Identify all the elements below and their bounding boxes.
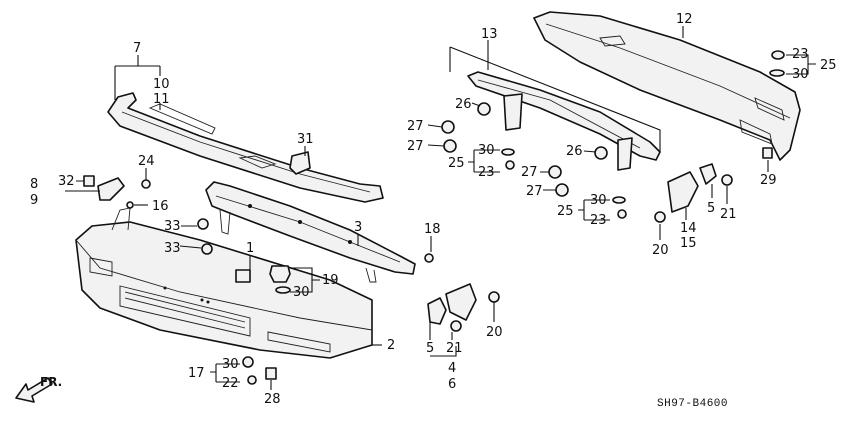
- front-direction-indicator: FR.: [15, 375, 62, 403]
- callout-30-mid: 30: [590, 193, 607, 208]
- callout-9: 9: [30, 193, 38, 208]
- rear-side-bracket: [654, 163, 733, 223]
- callout-21-front: 21: [446, 341, 463, 356]
- callout-27-a: 27: [407, 119, 424, 134]
- front-direction-label: FR.: [40, 375, 62, 389]
- callout-25-rear: 25: [820, 58, 837, 73]
- callout-7: 7: [133, 41, 141, 56]
- callout-33-upper: 33: [164, 219, 181, 234]
- callout-30-front-low: 30: [222, 357, 239, 372]
- callout-21-rear: 21: [720, 207, 737, 222]
- callout-30-front-mid: 30: [293, 285, 310, 300]
- front-bumper-reinforcement: [205, 181, 416, 283]
- callout-5-front: 5: [426, 341, 434, 356]
- callout-15: 15: [680, 236, 697, 251]
- rear-bumper-face: [533, 11, 801, 161]
- callout-5-rear: 5: [707, 201, 715, 216]
- callout-26-right: 26: [566, 144, 583, 159]
- callout-30-rear: 30: [792, 67, 809, 82]
- callout-30-left: 30: [478, 143, 495, 158]
- callout-24: 24: [138, 154, 155, 169]
- callout-25-mid: 25: [557, 204, 574, 219]
- rear-fasteners: [441, 50, 785, 219]
- callout-28: 28: [264, 392, 281, 407]
- front-side-spacer: [427, 283, 500, 332]
- callout-4: 4: [448, 361, 456, 376]
- callout-8: 8: [30, 177, 38, 192]
- callout-2: 2: [387, 338, 395, 353]
- callout-23-rear-top: 23: [792, 47, 809, 62]
- callout-31: 31: [297, 132, 314, 147]
- callout-20-rear: 20: [652, 243, 669, 258]
- callout-16: 16: [152, 199, 169, 214]
- callout-27-c: 27: [521, 165, 538, 180]
- callout-17: 17: [188, 366, 205, 381]
- callout-27-b: 27: [407, 139, 424, 154]
- callout-18: 18: [424, 222, 441, 237]
- diagram-code: SH97-B4600: [657, 398, 728, 410]
- rear-bumper-reinforcement: [467, 71, 661, 171]
- callout-20-front: 20: [486, 325, 503, 340]
- callout-labels: 7 10 11 8 9 32 24 16 33 33 31 3 1 19 30 …: [30, 12, 837, 407]
- callout-1: 1: [246, 241, 254, 256]
- callout-13: 13: [481, 27, 498, 42]
- callout-12: 12: [676, 12, 693, 27]
- callout-6: 6: [448, 377, 456, 392]
- callout-10: 10: [153, 77, 170, 92]
- callout-27-d: 27: [526, 184, 543, 199]
- callout-25-left: 25: [448, 156, 465, 171]
- callout-23-mid: 23: [590, 213, 607, 228]
- front-upper-molding: [107, 92, 384, 203]
- clips-19: [269, 265, 291, 294]
- callout-29: 29: [760, 173, 777, 188]
- callout-11: 11: [153, 92, 170, 107]
- callout-26-left: 26: [455, 97, 472, 112]
- callout-3: 3: [354, 220, 362, 235]
- callout-22: 22: [222, 376, 239, 391]
- front-side-bracket: [83, 175, 125, 201]
- front-fasteners: [126, 179, 434, 385]
- leader-lines: [65, 26, 816, 390]
- front-bracket-1: [235, 269, 251, 283]
- callout-23-left: 23: [478, 165, 495, 180]
- callout-14: 14: [680, 221, 697, 236]
- callout-19: 19: [322, 273, 339, 288]
- callout-32: 32: [58, 174, 75, 189]
- callout-33-lower: 33: [164, 241, 181, 256]
